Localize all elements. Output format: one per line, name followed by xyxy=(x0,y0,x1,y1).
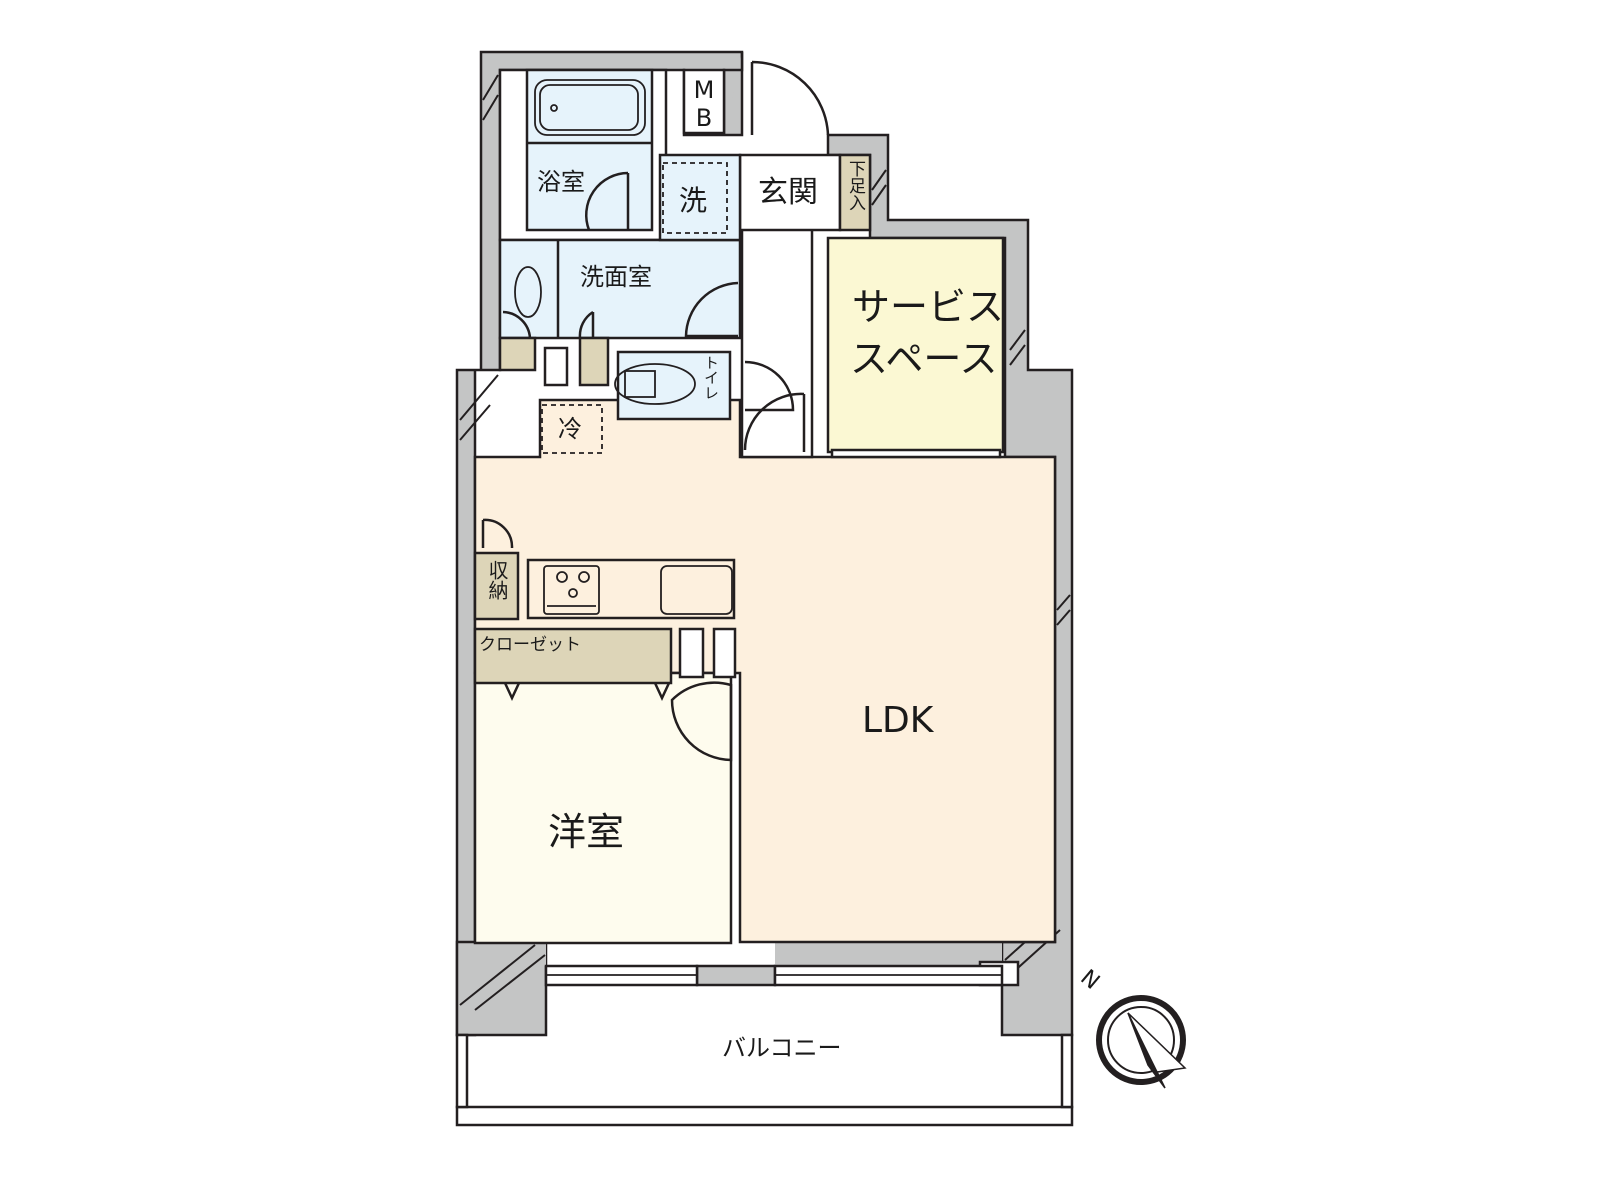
closet xyxy=(473,627,673,685)
label-storage: 収納 xyxy=(485,560,509,600)
balcony xyxy=(455,1033,1074,1127)
shoe-storage xyxy=(838,153,872,232)
room-western xyxy=(473,671,733,945)
label-refrigerator: 冷 xyxy=(558,415,582,443)
room-washroom xyxy=(498,238,742,340)
label-toilet: トイレ xyxy=(702,355,720,400)
room-toilet xyxy=(616,350,732,421)
compass-north-label: N xyxy=(1075,965,1104,995)
room-bathroom xyxy=(525,68,654,232)
bathtub-icon xyxy=(534,79,646,136)
label-entrance: 玄関 xyxy=(758,175,818,210)
refrigerator-space xyxy=(541,404,603,454)
label-washing-machine: 洗 xyxy=(679,184,707,217)
kitchen-sink-icon xyxy=(660,565,733,615)
kitchen-counter xyxy=(526,558,736,620)
label-service-space-line1: サービス xyxy=(852,285,1004,329)
windows xyxy=(544,448,1004,987)
label-bathroom: 浴室 xyxy=(537,168,585,196)
label-ldk: LDK xyxy=(862,700,935,741)
label-closet: クローゼット xyxy=(479,635,581,655)
label-western-room: 洋室 xyxy=(548,810,624,854)
washing-machine-space xyxy=(662,162,728,234)
label-washroom: 洗面室 xyxy=(580,263,652,291)
meter-box xyxy=(682,68,726,135)
label-shoe-storage: 下足入 xyxy=(845,160,866,211)
stove-icon xyxy=(543,565,600,615)
label-service-space-line2: スペース xyxy=(850,337,997,381)
label-meter-box: MB xyxy=(690,76,718,132)
label-balcony: バルコニー xyxy=(722,1034,842,1062)
sink-icon xyxy=(514,266,542,318)
toilet-icon xyxy=(614,363,696,405)
doors xyxy=(481,60,830,762)
storage xyxy=(473,551,520,621)
compass-north-icon: N xyxy=(1075,965,1187,1089)
